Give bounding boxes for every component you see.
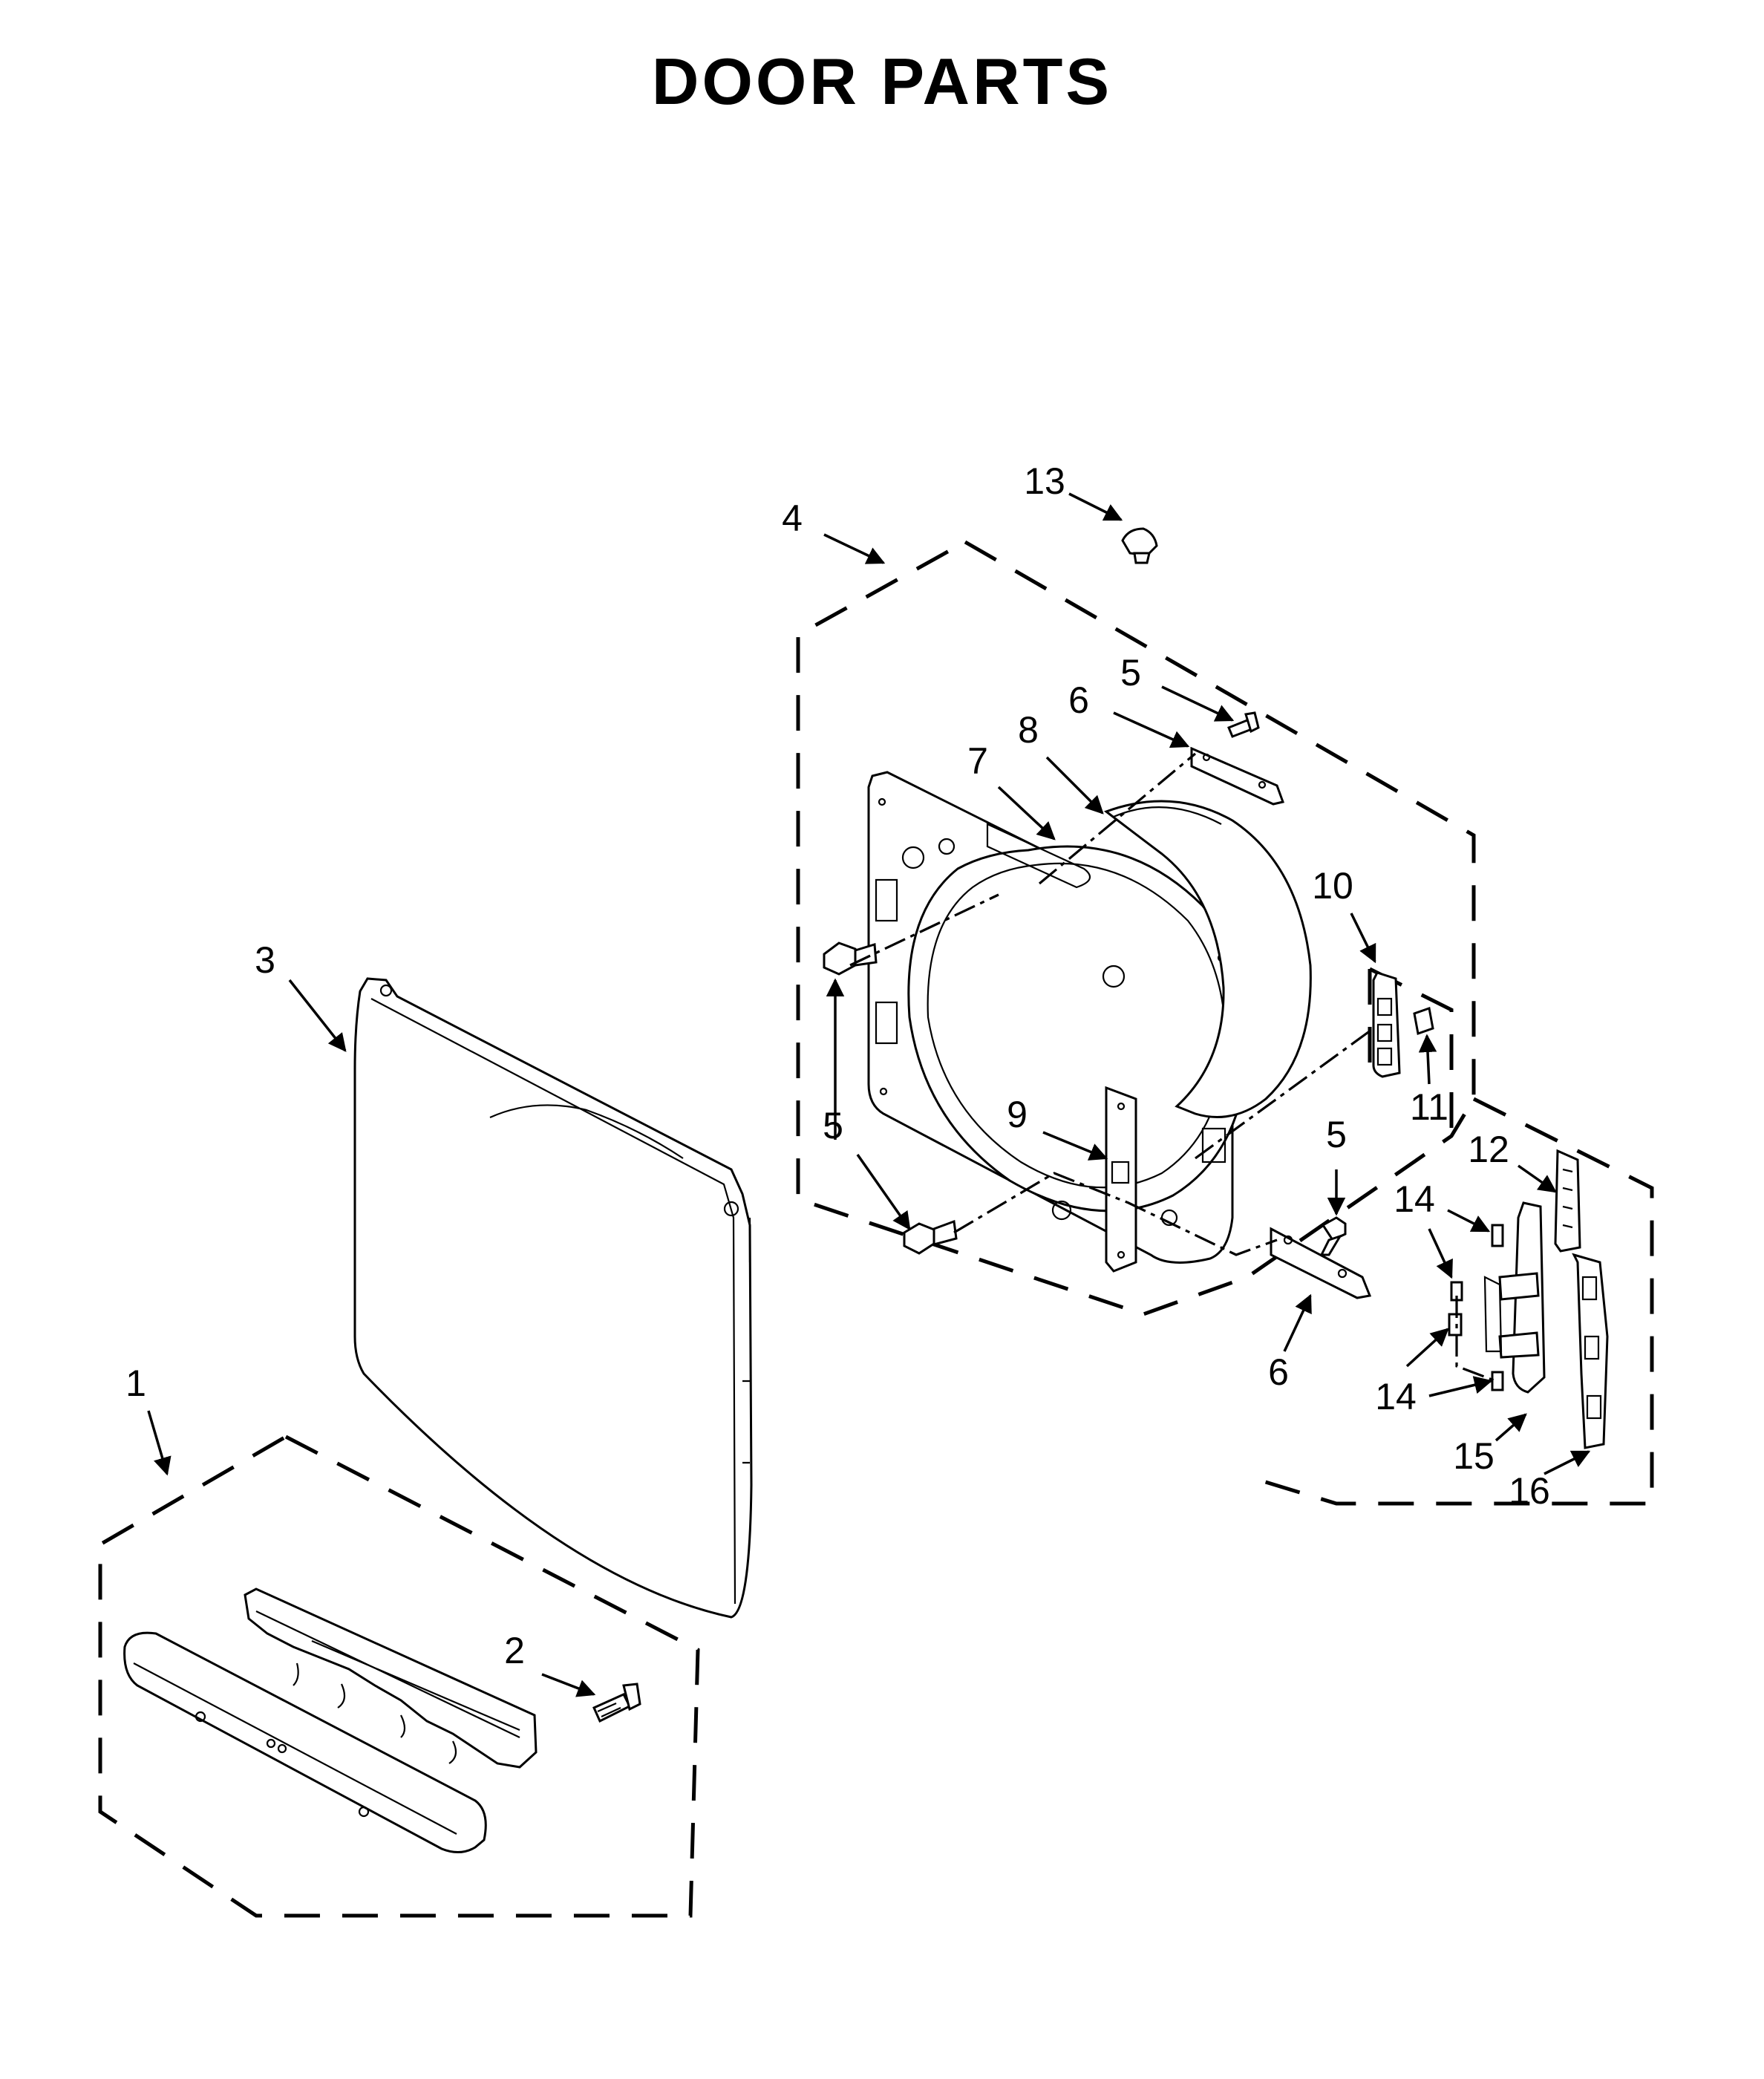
callout-2: 2 (504, 1630, 525, 1671)
outer-door-panel (353, 977, 753, 1619)
alignment-line-upper (849, 752, 1197, 967)
leader-14c (1405, 1328, 1449, 1368)
hinge-plate (1572, 1253, 1609, 1449)
alignment-line-latch (1195, 1027, 1374, 1160)
callout-13: 13 (1024, 460, 1065, 502)
callout-1: 1 (125, 1362, 146, 1404)
leader-13 (1068, 492, 1123, 521)
leader-8 (1045, 756, 1104, 815)
callout-6-lower: 6 (1268, 1351, 1289, 1393)
leader-6a (1113, 711, 1190, 748)
alignment-line-lower (953, 1172, 1278, 1256)
leader-2 (541, 1673, 596, 1697)
callout-14-bottom: 14 (1375, 1376, 1417, 1417)
assembly-boundary-4 (796, 540, 1476, 1316)
callout-5-upper: 5 (1120, 652, 1141, 693)
assembly-boundary-1 (98, 1435, 700, 1918)
leader-9 (1042, 1131, 1108, 1161)
screw-upper (1227, 711, 1260, 738)
hinge-shim-lower (1270, 1227, 1372, 1299)
door-strike (1105, 1086, 1137, 1273)
callout-9: 9 (1007, 1094, 1028, 1135)
leader-3 (288, 979, 347, 1052)
callout-10: 10 (1312, 865, 1353, 907)
callout-11: 11 (1410, 1086, 1448, 1128)
leader-10 (1350, 913, 1376, 964)
screw-lower-right (1319, 1216, 1347, 1256)
leader-11 (1418, 1034, 1437, 1085)
leader-1 (147, 1410, 172, 1476)
callout-8: 8 (1018, 709, 1039, 751)
hinge-group-boundary (1250, 1097, 1654, 1506)
leader-5a (1161, 685, 1235, 722)
callout-5-right: 5 (1326, 1114, 1347, 1155)
hinge-shim-upper (1190, 746, 1284, 806)
leader-14b (1428, 1228, 1453, 1279)
callout-12: 12 (1468, 1129, 1509, 1170)
leader-14d (1428, 1376, 1493, 1397)
door-glass (1103, 800, 1312, 1118)
leader-4 (823, 533, 886, 564)
hinge-cover (1554, 1149, 1581, 1253)
leader-14a (1447, 1209, 1491, 1233)
leader-12 (1517, 1164, 1558, 1193)
callout-14-top: 14 (1394, 1178, 1435, 1220)
callout-5-left: 5 (823, 1105, 843, 1146)
screw-part-2 (592, 1683, 641, 1723)
callout-15: 15 (1453, 1435, 1494, 1477)
door-handle-assembly (123, 1587, 538, 1853)
alignment-line-hinge (1455, 1296, 1497, 1383)
callout-16: 16 (1509, 1470, 1550, 1512)
screw-lower-left (903, 1219, 958, 1255)
page-title: DOOR PARTS (652, 45, 1112, 118)
door-hinge (1483, 1201, 1546, 1394)
leader-6b (1283, 1293, 1312, 1352)
door-latch (1372, 971, 1401, 1078)
callout-3: 3 (255, 939, 275, 981)
callout-7: 7 (967, 740, 988, 782)
callout-6-upper: 6 (1068, 679, 1089, 721)
latch-clip (1413, 1007, 1434, 1035)
leader-7 (997, 786, 1056, 841)
plug-part-13 (1121, 527, 1158, 564)
leader-5c (856, 1153, 911, 1231)
callout-4: 4 (782, 497, 803, 539)
leader-16 (1544, 1450, 1591, 1475)
leader-15 (1494, 1413, 1527, 1442)
